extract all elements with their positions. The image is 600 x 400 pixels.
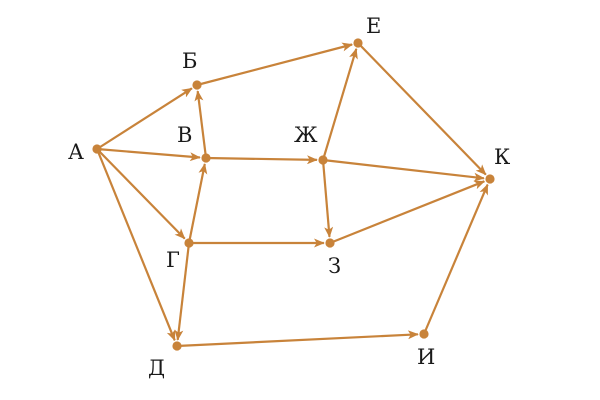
node-label-E: Е <box>366 14 381 38</box>
edge-V-B <box>194 90 208 159</box>
node-A <box>92 144 102 154</box>
node-V <box>201 153 211 163</box>
node-label-K: К <box>494 145 510 169</box>
edge-G-V <box>187 163 208 244</box>
edge-Z-K <box>329 180 486 245</box>
node-label-G: Г <box>166 248 180 272</box>
node-Zh <box>318 155 328 165</box>
nodes-layer <box>92 38 495 351</box>
edge-V-Zh <box>205 155 318 165</box>
edge-Zh-Z <box>321 159 334 238</box>
node-B <box>192 80 202 90</box>
edge-A-G <box>96 148 186 240</box>
node-E <box>353 38 363 48</box>
labels-layer: А Б В Г Д Е Ж З И К <box>68 14 510 380</box>
edge-B-E <box>196 42 353 87</box>
edge-I-K <box>422 183 489 335</box>
node-G <box>184 238 194 248</box>
edges-layer <box>95 42 489 348</box>
edge-A-B <box>96 87 193 150</box>
node-D <box>172 341 182 351</box>
node-label-D: Д <box>148 356 165 380</box>
edge-Zh-K <box>322 158 485 182</box>
edge-A-V <box>96 147 201 162</box>
node-label-Z: З <box>328 254 341 278</box>
edge-E-K <box>357 42 487 176</box>
node-I <box>419 329 429 339</box>
node-label-Zh: Ж <box>294 123 318 147</box>
node-K <box>485 174 495 184</box>
node-label-V: В <box>177 123 192 147</box>
edge-A-D <box>95 148 176 342</box>
node-label-A: А <box>68 140 84 164</box>
edge-Zh-E <box>321 47 358 161</box>
node-label-I: И <box>417 345 435 369</box>
node-label-B: Б <box>182 49 197 73</box>
edge-D-I <box>176 330 419 348</box>
node-Z <box>325 238 335 248</box>
edge-G-D <box>174 242 191 341</box>
